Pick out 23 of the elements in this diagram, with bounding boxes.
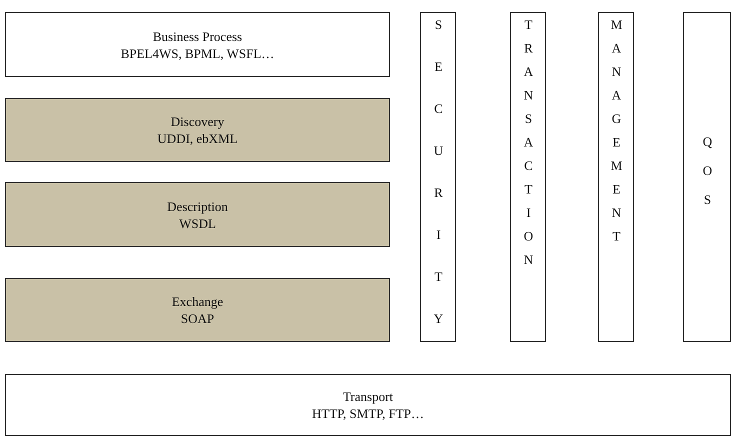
column-box: [683, 12, 731, 342]
layer-box: [5, 98, 390, 162]
layer-protocols: BPEL4WS, BPML, WSFL…: [120, 44, 274, 62]
layer-box: [5, 182, 390, 247]
layer-protocols: SOAP: [180, 310, 214, 327]
vertical-label: QOS: [699, 134, 715, 220]
layer-box: [5, 278, 390, 342]
layer-title: Exchange: [172, 293, 224, 310]
layer-box: [5, 374, 731, 436]
vertical-label: TRANSACTION: [520, 17, 536, 276]
layer-title: Business Process: [152, 28, 242, 44]
layer-title: Discovery: [170, 113, 224, 130]
layer-protocols: UDDI, ebXML: [157, 130, 238, 147]
layer-protocols: HTTP, SMTP, FTP…: [312, 405, 424, 422]
column-box: [510, 12, 546, 342]
vertical-label: MANAGEMENT: [608, 17, 624, 252]
layer-title: Description: [167, 198, 228, 214]
layer-box: [5, 12, 390, 77]
column-box: [598, 12, 634, 342]
layer-protocols: WSDL: [179, 214, 216, 232]
layer-title: Transport: [342, 388, 394, 405]
column-box: [420, 12, 456, 342]
vertical-label: SECURITY: [430, 17, 446, 353]
